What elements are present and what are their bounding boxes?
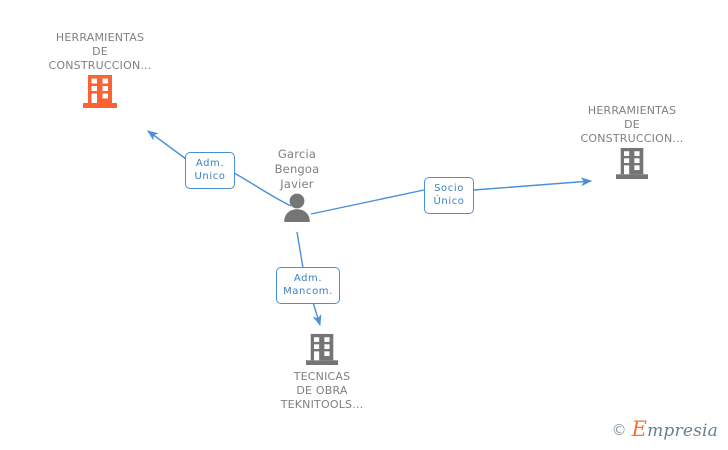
node-company-top-left[interactable]: HERRAMIENTAS DE CONSTRUCCION... <box>20 31 180 109</box>
edge-label-adm-mancom[interactable]: Adm. Mancom. <box>276 267 340 304</box>
edge-label-socio-unico[interactable]: Socio Único <box>424 177 474 214</box>
brand-rest: mpresia <box>647 421 718 441</box>
node-company-bottom[interactable]: TECNICAS DE OBRA TEKNITOOLS... <box>242 332 402 412</box>
node-company-bottom-label: TECNICAS DE OBRA TEKNITOOLS... <box>280 370 364 411</box>
node-company-top-left-label: HERRAMIENTAS DE CONSTRUCCION... <box>48 31 152 72</box>
edge-line-person-to-adm-mancom <box>296 231 304 269</box>
edge-label-adm-unico[interactable]: Adm. Unico <box>185 152 235 189</box>
edge-arrow-socio-unico-to-company-right <box>473 177 593 191</box>
edge-arrow-adm-unico-to-company-top-left <box>147 130 187 160</box>
node-company-right[interactable]: HERRAMIENTAS DE CONSTRUCCION... <box>552 104 712 180</box>
empresia-watermark: © Empresia <box>611 417 718 441</box>
person-icon <box>217 192 377 222</box>
node-person-center[interactable]: Garcia Bengoa Javier <box>217 147 377 222</box>
brand-logo-text: Empresia <box>631 417 718 441</box>
building-icon <box>20 73 180 109</box>
node-person-center-label: Garcia Bengoa Javier <box>274 147 320 191</box>
node-company-right-label: HERRAMIENTAS DE CONSTRUCCION... <box>580 104 684 145</box>
brand-initial: E <box>631 417 648 441</box>
building-icon <box>552 146 712 180</box>
copyright-icon: © <box>611 420 627 439</box>
building-icon <box>242 332 402 366</box>
